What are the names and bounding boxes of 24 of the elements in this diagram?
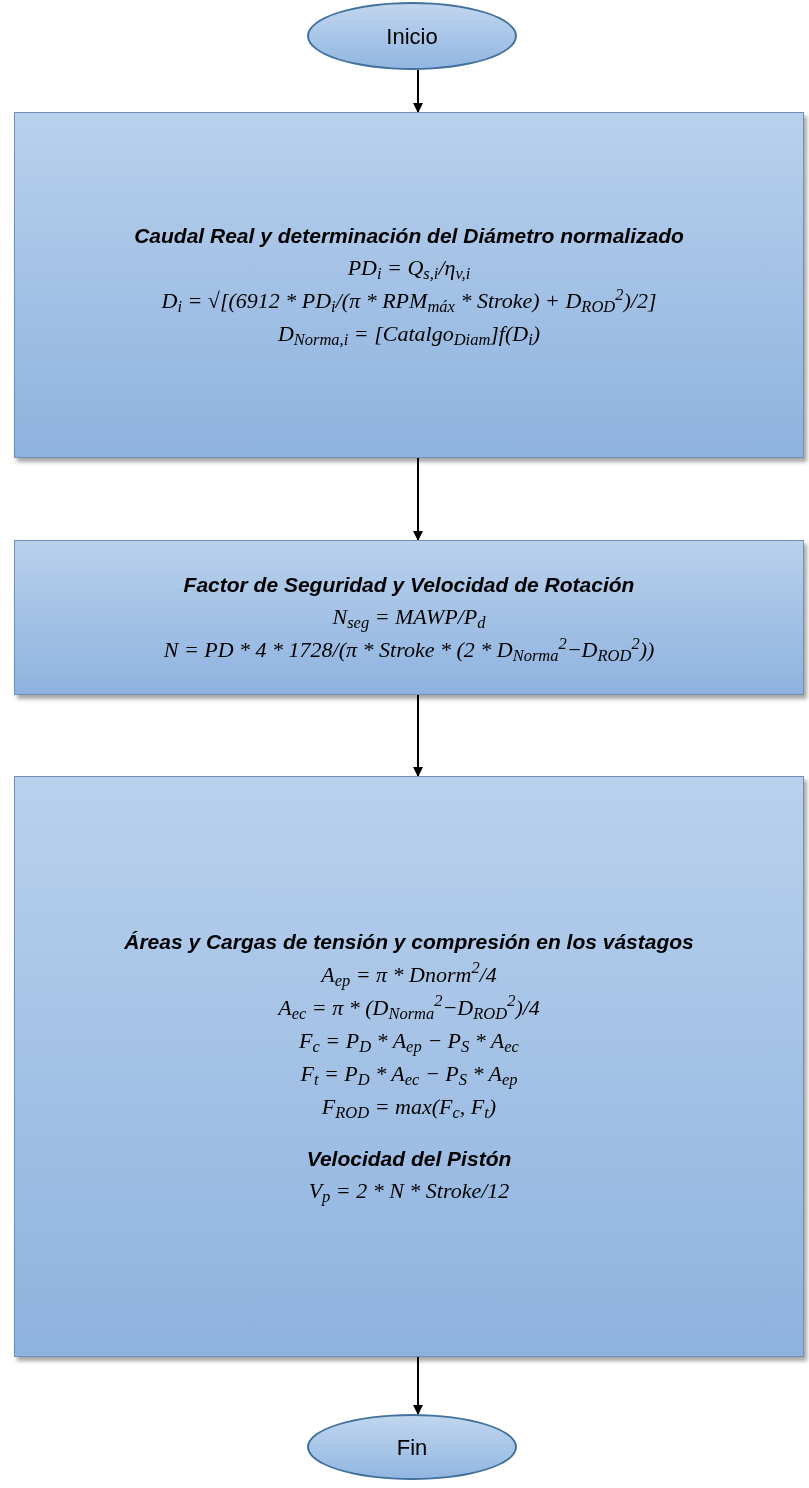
formula: PD$_{i}$ = Q$_{s,i}$/η$_{v,i}$	[347, 254, 471, 285]
formula: F$_{c}$ = P$_{D}$ * A$_{ep}$ − P$_{S}$ * A$_{ec}$	[299, 1026, 519, 1057]
formula: N$_{seg}$ = MAWP/P$_{d}$	[332, 603, 486, 634]
terminal-label: Inicio	[386, 22, 438, 51]
section-heading: Caudal Real y determinación del Diámetro normalizado	[134, 222, 684, 249]
formula: D$_{Norma,i}$ = [Catalgo$_{Diam}$]f(D$_{i}$)	[277, 320, 541, 351]
terminal-label: Fin	[396, 1433, 428, 1462]
formula: N = PD * 4 * 1728/(π * Stroke * (2 * D$_{Norma}$$^{2}$−D$_{ROD}$$^{2}$))	[163, 633, 655, 667]
process-box	[14, 112, 804, 458]
formula: A$_{ec}$ = π * (D$_{Norma}$$^{2}$−D$_{ROD}$$^{2}$)/4	[278, 990, 540, 1024]
arrow	[413, 694, 423, 777]
formula: V$_{p}$ = 2 * N * Stroke/12	[308, 1177, 510, 1207]
section-heading: Velocidad del Pistón	[306, 1145, 512, 1172]
formula: F$_{ROD}$ = max(F$_{c}$, F$_{t}$)	[321, 1092, 497, 1123]
section-heading: Áreas y Cargas de tensión y compresión en los vástagos	[124, 929, 694, 955]
arrow	[413, 69, 423, 113]
formula: A$_{ep}$ = π * Dnorm$^{2}$/4	[321, 957, 497, 991]
formula: F$_{t}$ = P$_{D}$ * A$_{ec}$ − P$_{S}$ * A$_{ep}$	[300, 1059, 518, 1090]
arrow	[413, 1356, 423, 1415]
process-box	[14, 540, 804, 695]
process-box	[14, 776, 804, 1357]
formula: D$_{i}$ = √[(6912 * PD$_{i}$/(π * RPM$_{máx}$ * Stroke) + D$_{ROD}$$^{2}$)/2]	[161, 284, 657, 318]
arrow	[413, 457, 423, 541]
section-heading: Factor de Seguridad y Velocidad de Rotación	[183, 571, 635, 598]
